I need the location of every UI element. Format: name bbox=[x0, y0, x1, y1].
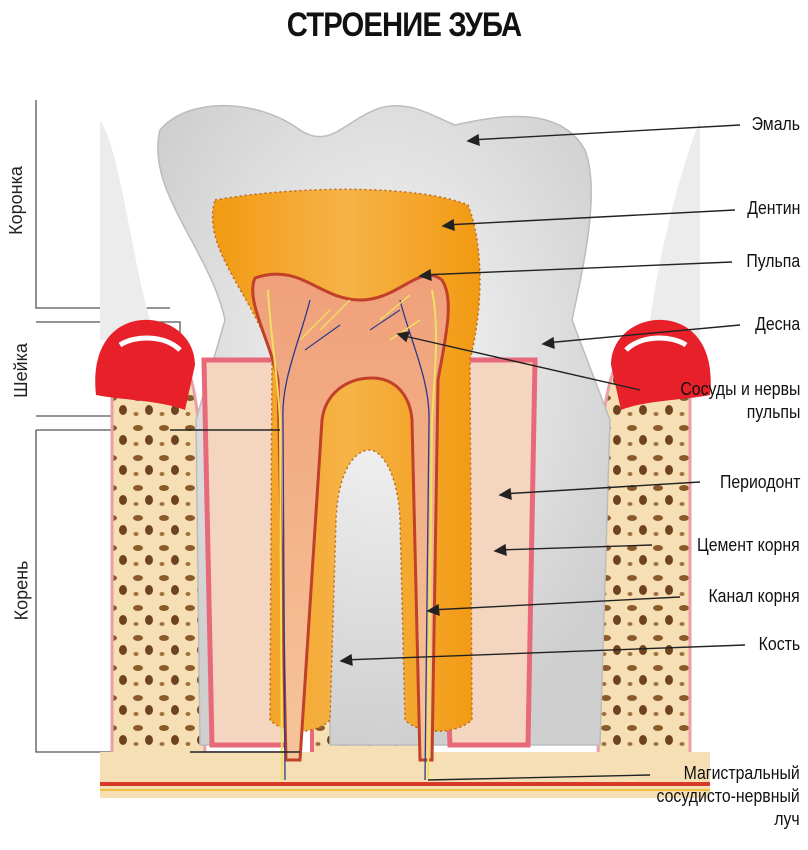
label-dentin: Дентин bbox=[747, 198, 800, 219]
label-canal: Канал корня bbox=[709, 586, 800, 607]
label-vessels: Сосуды и нервы пульпы bbox=[680, 378, 800, 424]
label-gum: Десна bbox=[755, 314, 800, 335]
label-bundle-line3: луч bbox=[657, 808, 800, 831]
label-cement: Цемент корня bbox=[697, 535, 800, 556]
soft-tissue-right bbox=[640, 120, 700, 340]
page-title: СТРОЕНИЕ ЗУБА bbox=[57, 6, 752, 45]
label-bundle: Магистральный сосудисто-нервный луч bbox=[657, 762, 800, 831]
section-label-crown: Коронка bbox=[6, 166, 27, 235]
label-enamel: Эмаль bbox=[752, 114, 800, 135]
section-label-root: Корень bbox=[11, 561, 32, 621]
section-label-neck: Шейка bbox=[11, 343, 32, 398]
label-bundle-line2: сосудисто-нервный bbox=[657, 785, 800, 808]
label-pulp: Пульпа bbox=[746, 251, 800, 272]
label-vessels-line1: Сосуды и нервы bbox=[680, 378, 800, 401]
soft-tissue bbox=[100, 120, 160, 340]
label-periodont: Периодонт bbox=[720, 472, 800, 493]
label-bone: Кость bbox=[759, 634, 800, 655]
label-vessels-line2: пульпы bbox=[680, 401, 800, 424]
bone-base bbox=[100, 752, 710, 798]
label-bundle-line1: Магистральный bbox=[657, 762, 800, 785]
